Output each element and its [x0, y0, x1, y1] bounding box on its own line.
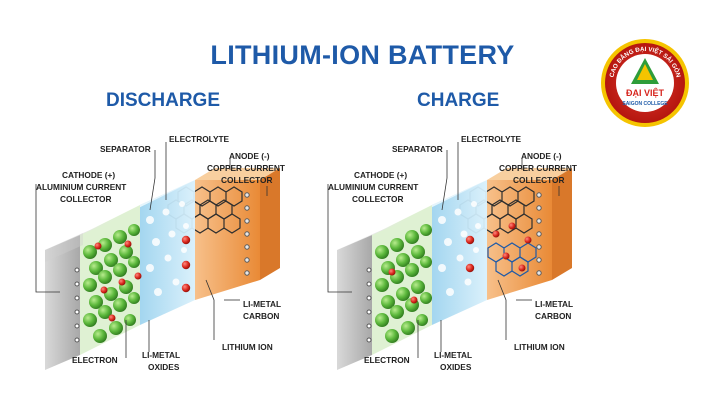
copper-collector-label-2: COLLECTOR	[221, 175, 272, 185]
diagram-title: LITHIUM-ION BATTERY	[210, 40, 515, 70]
cathode-particles	[83, 224, 140, 343]
aluminium-collector-label-1: ALUMINIUM CURRENT	[36, 182, 126, 192]
aluminium-collector	[337, 235, 372, 370]
cathode-label: CATHODE (+)	[354, 170, 407, 180]
separator-membrane	[140, 180, 195, 325]
logo-subtitle: SAIGON COLLEGE	[622, 101, 668, 107]
anode-label: ANODE (-)	[229, 151, 270, 161]
carbon-label: CARBON	[535, 311, 571, 321]
charge-panel: SEPARATOR ELECTROLYTE ANODE (-) COPPER C…	[327, 134, 577, 372]
aluminium-collector-label-1: ALUMINIUM CURRENT	[328, 182, 418, 192]
discharge-panel: SEPARATOR ELECTROLYTE ANODE (-) COPPER C…	[35, 134, 285, 372]
anode-label: ANODE (-)	[521, 151, 562, 161]
electrolyte-label: ELECTROLYTE	[169, 134, 230, 144]
college-logo: CAO ĐẲNG ĐẠI VIỆT SÀI GÒN ĐẠI VIỆT SAIGO…	[601, 39, 689, 127]
electron-label: ELECTRON	[364, 355, 410, 365]
anode-block	[487, 180, 552, 300]
cathode-label: CATHODE (+)	[62, 170, 115, 180]
aluminium-collector-label-2: COLLECTOR	[352, 194, 403, 204]
electron-label: ELECTRON	[72, 355, 118, 365]
logo-name: ĐẠI VIỆT	[626, 87, 665, 98]
li-metal-oxides-label-2: OXIDES	[148, 362, 180, 372]
carbon-label: CARBON	[243, 311, 279, 321]
copper-collector-label-2: COLLECTOR	[513, 175, 564, 185]
discharge-heading: DISCHARGE	[106, 90, 221, 111]
separator-membrane	[432, 180, 487, 325]
separator-label: SEPARATOR	[392, 144, 443, 154]
cathode-particles	[375, 224, 432, 343]
li-metal-label: LI-METAL	[535, 299, 573, 309]
charge-heading: CHARGE	[417, 90, 500, 111]
li-metal-oxides-label-1: LI-METAL	[434, 350, 472, 360]
li-metal-oxides-label-2: OXIDES	[440, 362, 472, 372]
copper-collector-label-1: COPPER CURRENT	[207, 163, 285, 173]
aluminium-collector	[45, 235, 80, 370]
aluminium-collector-label-2: COLLECTOR	[60, 194, 111, 204]
separator-label: SEPARATOR	[100, 144, 151, 154]
lithium-ion-label: LITHIUM ION	[514, 342, 565, 352]
li-metal-oxides-label-1: LI-METAL	[142, 350, 180, 360]
anode-block	[195, 180, 260, 300]
electrolyte-label: ELECTROLYTE	[461, 134, 522, 144]
lithium-ion-label: LITHIUM ION	[222, 342, 273, 352]
copper-collector-label-1: COPPER CURRENT	[499, 163, 577, 173]
li-metal-label: LI-METAL	[243, 299, 281, 309]
